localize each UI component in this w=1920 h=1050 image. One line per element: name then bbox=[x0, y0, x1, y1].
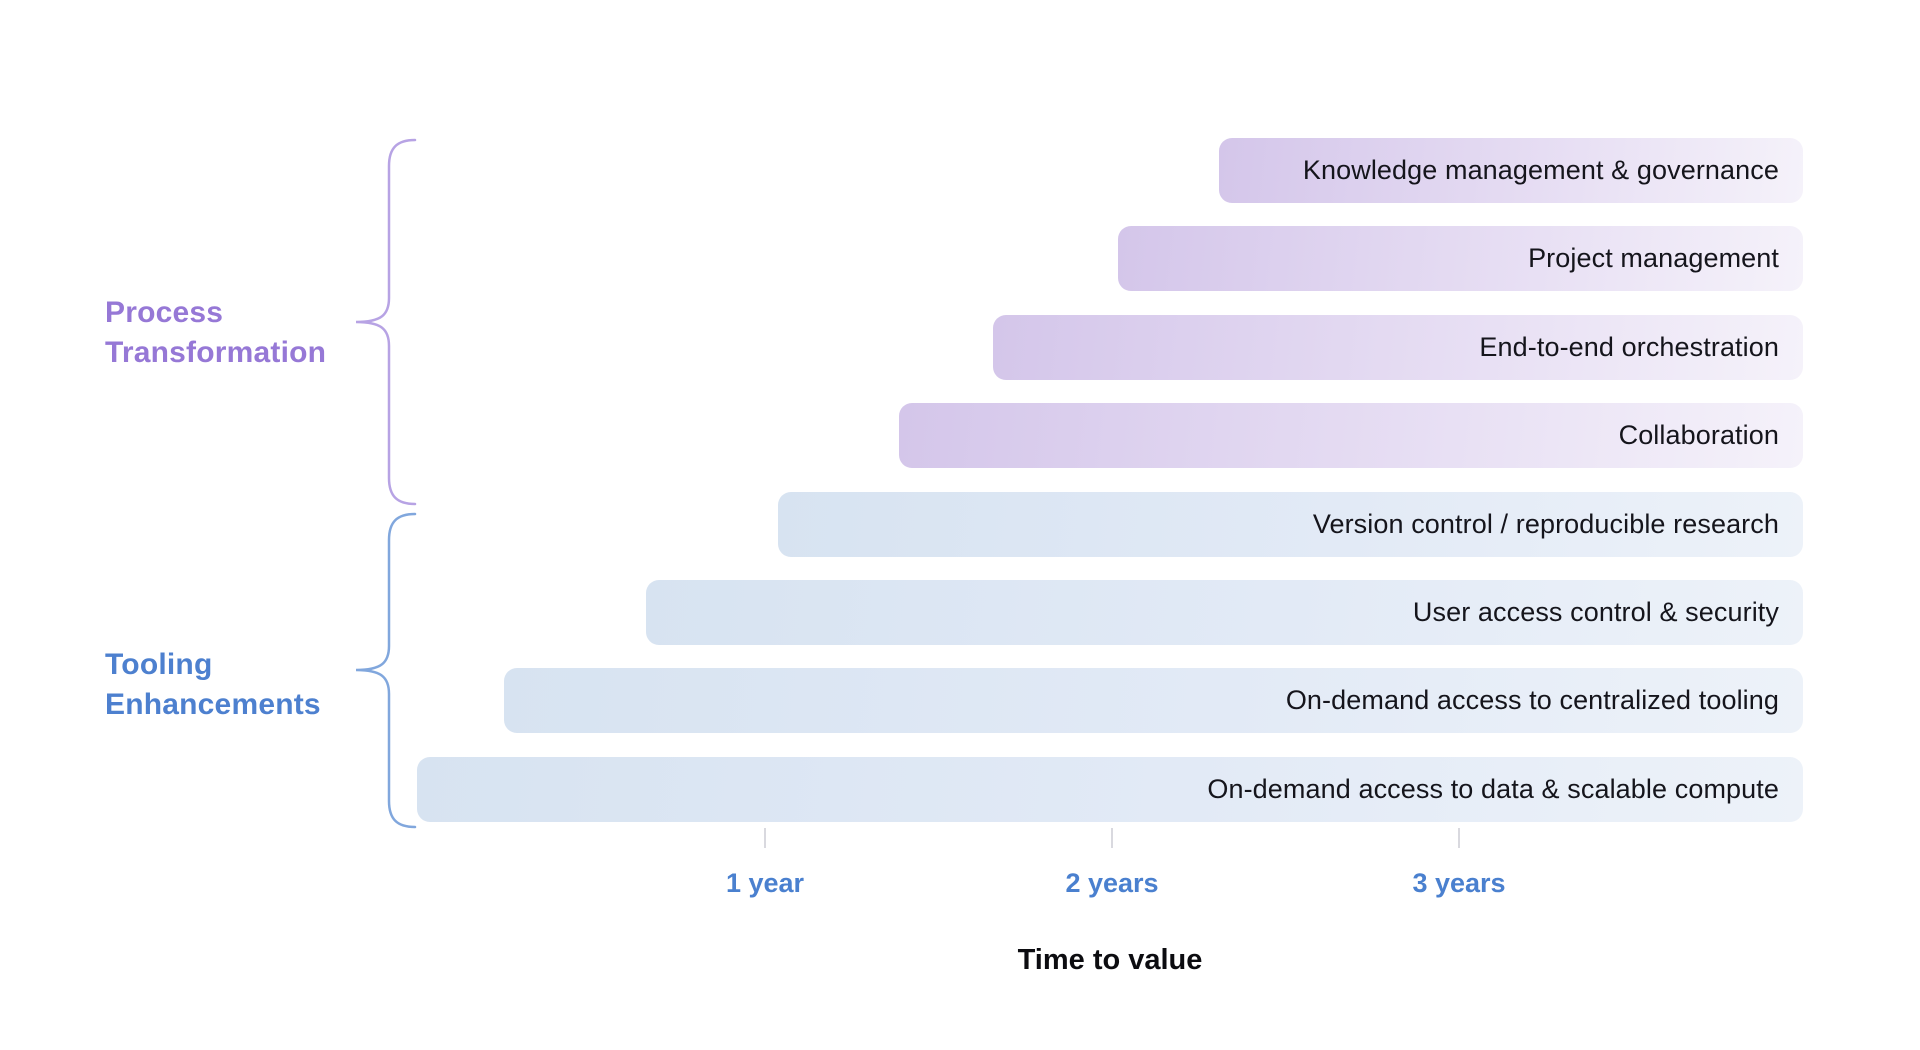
bar-on-demand-access-to-centralized-tooling: On-demand access to centralized tooling bbox=[504, 668, 1803, 733]
tick-label-2-years: 2 years bbox=[1065, 868, 1159, 898]
bar-end-to-end-orchestration: End-to-end orchestration bbox=[993, 315, 1803, 380]
tick-label-1-years: 1 year bbox=[725, 868, 805, 898]
bar-version-control-reproducible-research: Version control / reproducible research bbox=[778, 492, 1803, 557]
group-label-process-transformation: Process Transformation bbox=[105, 296, 327, 369]
bar-project-management: Project management bbox=[1118, 226, 1803, 291]
tick-label-3-years: 3 years bbox=[1412, 868, 1506, 898]
tick-mark-1-years bbox=[764, 828, 766, 848]
bar-user-access-control-security: User access control & security bbox=[646, 580, 1803, 645]
group-label-tooling-enhancements: Tooling Enhancements bbox=[105, 648, 321, 721]
bar-collaboration: Collaboration bbox=[899, 403, 1803, 468]
tick-mark-2-years bbox=[1111, 828, 1113, 848]
bar-knowledge-management-governance: Knowledge management & governance bbox=[1219, 138, 1803, 203]
x-axis-title: Time to value bbox=[1017, 944, 1203, 976]
tick-mark-3-years bbox=[1458, 828, 1460, 848]
bar-on-demand-access-to-data-scalable-compute: On-demand access to data & scalable comp… bbox=[417, 757, 1803, 822]
